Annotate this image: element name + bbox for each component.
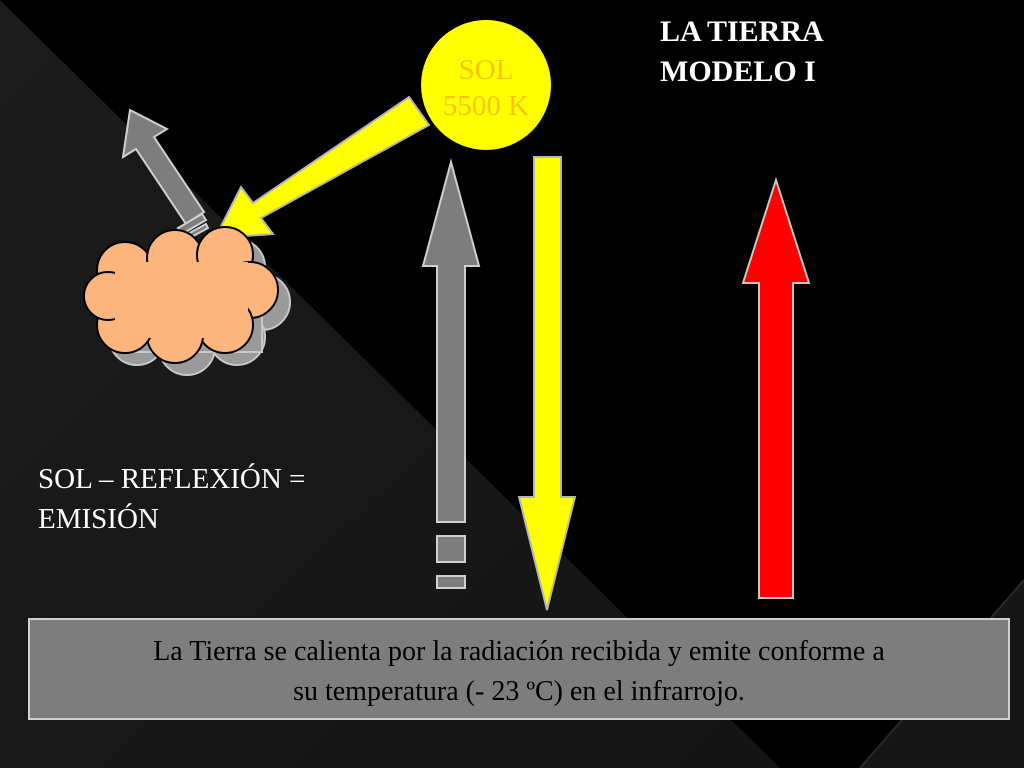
energy-balance-line-2: EMISIÓN (38, 503, 159, 535)
reflected-radiation-arrow (421, 158, 481, 589)
incoming-radiation-arrow (517, 156, 577, 611)
caption-line-1: La Tierra se calienta por la radiación r… (153, 636, 885, 667)
sun-name: SOL (458, 54, 514, 86)
cloud-shape (83, 226, 291, 376)
energy-balance-line-1: SOL – REFLEXIÓN = (38, 463, 306, 495)
sun-disc (421, 20, 551, 150)
sun-temperature: 5500 K (442, 90, 530, 122)
title-line-1: LA TIERRA (660, 15, 824, 48)
caption-line-2: su temperatura (- 23 ºC) en el infrarroj… (293, 676, 745, 707)
caption-box: La Tierra se calienta por la radiación r… (28, 618, 1010, 720)
sun-label: SOL 5500 K (418, 20, 554, 150)
emitted-radiation-arrow (741, 176, 811, 599)
title-line-2: MODELO I (660, 55, 816, 88)
